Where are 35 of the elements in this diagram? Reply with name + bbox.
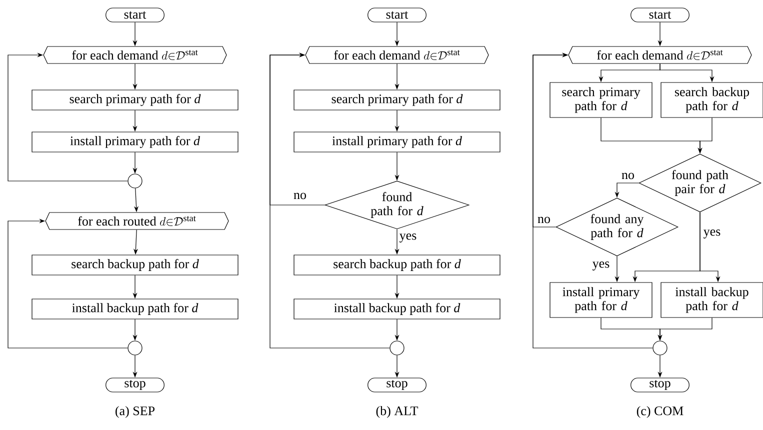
process-box: search backup path for d bbox=[294, 254, 500, 276]
process-box: search primary path for d bbox=[32, 90, 238, 110]
edge-label: yes bbox=[702, 228, 722, 240]
caption: (a) SEP bbox=[116, 406, 155, 418]
process-box: search primary path for d bbox=[294, 90, 500, 110]
terminal-box: start bbox=[368, 8, 426, 22]
arrow bbox=[8, 52, 128, 182]
junction-circle bbox=[652, 340, 668, 356]
process-box: install primary path for d bbox=[294, 132, 500, 152]
edge-label: no bbox=[292, 192, 308, 200]
edge-label: yes bbox=[398, 232, 418, 244]
caption: (c) COM bbox=[636, 406, 684, 418]
process-box: install primary path for d bbox=[32, 132, 238, 152]
terminal-box: stop bbox=[630, 378, 690, 392]
terminal-box: stop bbox=[106, 378, 164, 392]
edge-label: no bbox=[536, 216, 552, 224]
process-box: install backup path for d bbox=[660, 282, 763, 318]
edge-label: no bbox=[620, 172, 636, 180]
junction-circle bbox=[390, 340, 404, 356]
junction-circle bbox=[128, 340, 142, 356]
process-box: search primary path for d bbox=[550, 82, 652, 118]
terminal-box: start bbox=[630, 8, 690, 22]
caption: (b) ALT bbox=[376, 406, 418, 418]
terminal-box: stop bbox=[368, 378, 426, 392]
arrow bbox=[532, 52, 653, 348]
junction-circle bbox=[128, 174, 142, 188]
process-box: install backup path for d bbox=[294, 298, 500, 320]
process-box: install backup path for d bbox=[32, 298, 238, 320]
arrow bbox=[8, 218, 128, 348]
edge-label: yes bbox=[591, 260, 611, 272]
process-box: search backup path for d bbox=[660, 82, 763, 118]
process-box: install primary path for d bbox=[550, 282, 652, 318]
terminal-box: start bbox=[106, 8, 164, 22]
process-box: search backup path for d bbox=[32, 254, 238, 276]
arrow bbox=[270, 52, 390, 348]
